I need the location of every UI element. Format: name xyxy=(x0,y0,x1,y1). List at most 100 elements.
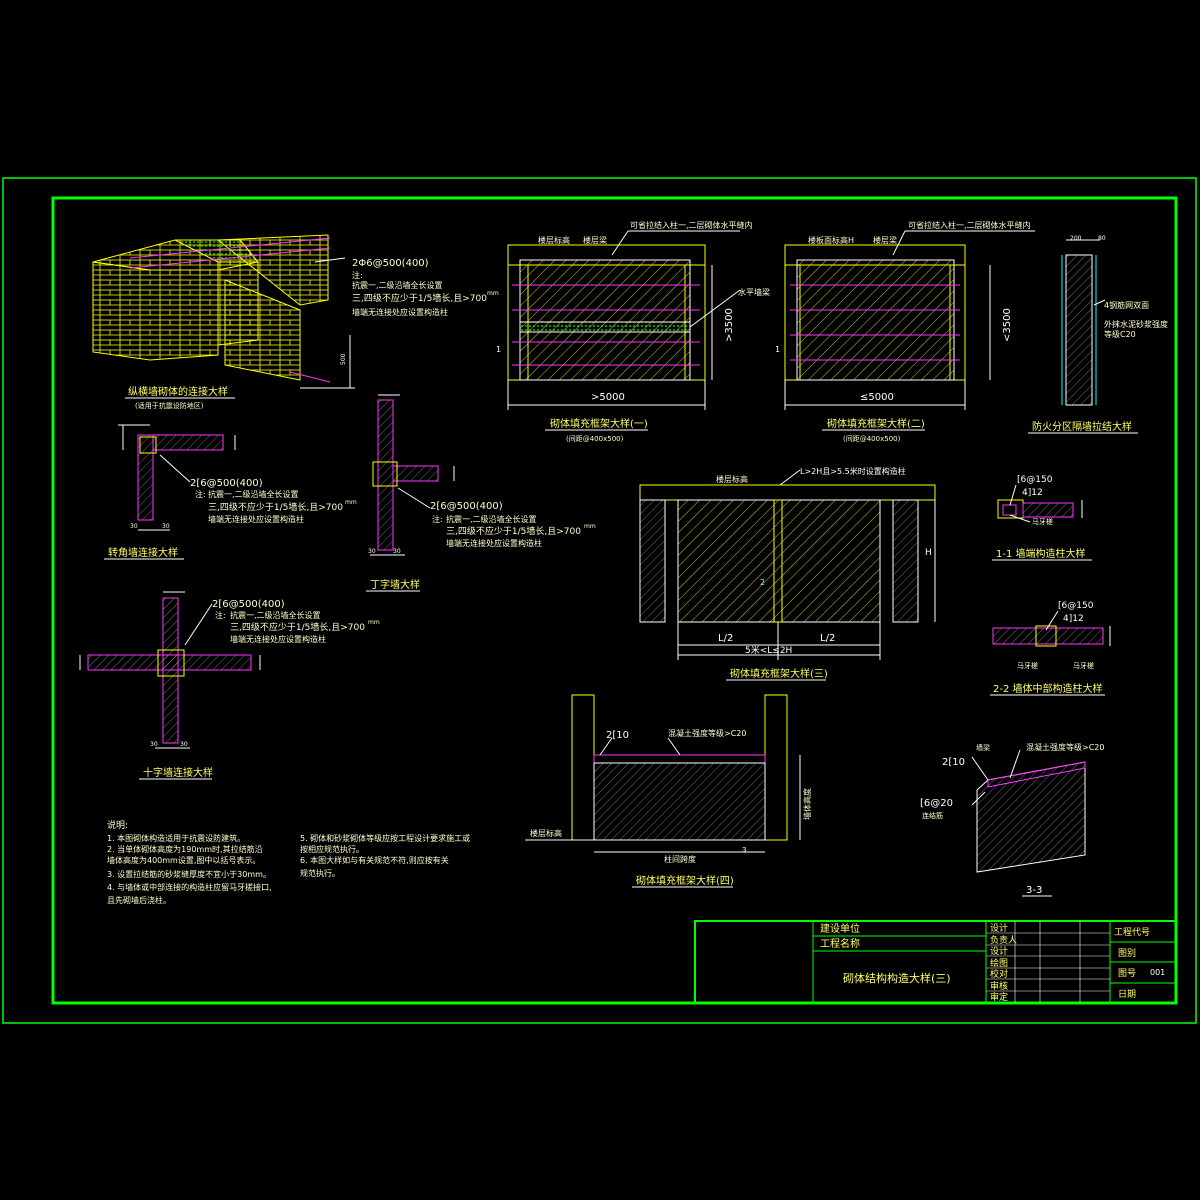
d6-dim-b: 30 xyxy=(393,548,401,555)
d12-title: 3-3 xyxy=(1026,885,1042,896)
d1-title: 纵横墙砌体的连接大样 xyxy=(128,385,228,398)
detail-section-2-2: [6@150 4]12 马牙槎 马牙槎 2-2 墙体中部构造柱大样 xyxy=(990,601,1111,696)
d1-note-head: 注: xyxy=(352,270,363,280)
d8-rebar: [6@150 xyxy=(1017,475,1053,485)
d7-dim-l1: L/2 xyxy=(718,633,733,644)
d1-dim: 500 xyxy=(340,353,347,365)
d9-bar: 4]12 xyxy=(1063,614,1084,624)
detail-t-wall: 2[6@500(400) 注: 抗震一,二级沿墙全长设置 三,四级不应少于1/5… xyxy=(366,394,596,592)
notes-heading: 说明: xyxy=(107,819,128,831)
d6-note-head: 注: xyxy=(432,514,443,524)
d6-rebar: 2[6@500(400) xyxy=(430,501,503,512)
d6-note2-unit: mm xyxy=(584,523,596,530)
notes-item-2: 2. 当单体砌体高度为190mm时,其拉结筋沿 xyxy=(107,844,263,854)
d4-dim-t: 200 xyxy=(1070,235,1082,242)
d6-note2: 三,四级不应少于1/5墙长,且>700 xyxy=(446,525,581,537)
d11-sec: 3 xyxy=(742,846,746,854)
d5-note-head: 注: xyxy=(195,489,206,499)
title-block: 建设单位 工程名称 砌体结构构造大样(三) 设计 负责人 设计 绘图 校对 审核… xyxy=(694,920,1177,1004)
tb-role-3: 设计 xyxy=(990,945,1008,957)
d3-top-m: 楼层梁 xyxy=(873,235,897,245)
d11-lbl-left: 楼层标高 xyxy=(530,828,562,838)
tb-role-1: 设计 xyxy=(990,922,1008,934)
tb-date-lbl: 日期 xyxy=(1118,989,1136,1000)
d2-top-r: 可省拉结入柱一,二层砌体水平缝内 xyxy=(630,220,753,230)
d2-top-l: 楼层标高 xyxy=(538,235,570,245)
tb-role-7: 审定 xyxy=(990,991,1008,1003)
detail-fire-wall: 200 80 4钢筋网双面 外抹水泥砂浆强度 等级C20 防火分区隔墙拉结大样 xyxy=(1028,235,1168,434)
d2-dim-w: >5000 xyxy=(591,392,625,403)
d6-title: 丁字墙大样 xyxy=(370,578,420,591)
d12-rebar1: 2[10 xyxy=(942,757,965,768)
d8-bar: 4]12 xyxy=(1022,488,1043,498)
d7-top-l: 楼层标高 xyxy=(716,474,748,484)
d3-sec: 1 xyxy=(775,345,780,354)
notes-item-4: 3. 设置拉结筋的砂浆缝厚度不宜小于30mm。 xyxy=(107,869,271,879)
d5-note2-unit: mm xyxy=(345,499,357,506)
d8-lbl: 马牙槎 xyxy=(1032,517,1053,526)
inner-frame xyxy=(51,196,1178,1005)
d6-dim-a: 30 xyxy=(368,548,376,555)
detail-section-1-1: [6@150 4]12 马牙槎 1-1 墙端构造柱大样 xyxy=(992,475,1092,561)
d12-lbl-top: 混凝土强度等级>C20 xyxy=(1026,742,1104,752)
d11-title: 砌体填充框架大样(四) xyxy=(636,874,734,887)
d6-note1: 抗震一,二级沿墙全长设置 xyxy=(446,514,537,524)
notes-item-1: 1. 本图砌体构造适用于抗震设防建筑。 xyxy=(107,833,245,843)
tb-drawing-title: 砌体结构构造大样(三) xyxy=(843,971,951,985)
d7-top-r: L>2H且>5.5米时设置构造柱 xyxy=(800,466,906,476)
d7-sec: 2 xyxy=(760,578,765,587)
d10-note2: 三,四级不应少于1/5墙长,且>700 xyxy=(230,621,365,633)
d5-note1: 抗震一,二级沿墙全长设置 xyxy=(208,489,299,499)
d3-subtitle: (间距@400x500) xyxy=(843,435,901,443)
d12-lbl-wall: 墙梁 xyxy=(976,743,990,752)
d8-title: 1-1 墙端构造柱大样 xyxy=(996,547,1086,560)
detail-cross-wall: 2[6@500(400) 注: 抗震一,二级沿墙全长设置 三,四级不应少于1/5… xyxy=(79,591,380,780)
d10-note-head: 注: xyxy=(215,610,226,620)
d2-dim-h: >3500 xyxy=(724,308,735,342)
d4-title: 防火分区隔墙拉结大样 xyxy=(1032,420,1132,433)
d10-note2-unit: mm xyxy=(368,619,380,626)
d7-title: 砌体填充框架大样(三) xyxy=(730,667,828,680)
detail-frame-infill-3: 楼层标高 L>2H且>5.5米时设置构造柱 H L/2 L/2 5米<L≤2H … xyxy=(639,466,936,681)
d5-note3: 墙端无连接处应设置构造柱 xyxy=(208,514,304,524)
d4-dim-t2: 80 xyxy=(1098,235,1106,242)
d5-dim-b: 30 xyxy=(162,523,170,530)
d2-title: 砌体填充框架大样(一) xyxy=(550,417,648,430)
tb-unit-lbl: 建设单位 xyxy=(820,922,860,935)
d10-note3: 墙端无连接处应设置构造柱 xyxy=(230,634,326,644)
notes-item-8: 按相应规范执行。 xyxy=(300,844,364,854)
d1-rebar: 2Φ6@500(400) xyxy=(352,258,429,269)
d1-subtitle: (适用于抗震设防地区) xyxy=(135,401,204,410)
detail-frame-infill-4: 2[10 混凝土强度等级>C20 楼层标高 柱间跨度 墙体高度 3 砌体填充框架… xyxy=(525,694,812,888)
d10-note1: 抗震一,二级沿墙全长设置 xyxy=(230,610,321,620)
d9-lbl-l: 马牙槎 xyxy=(1017,661,1038,670)
tb-role-4: 绘图 xyxy=(990,957,1008,969)
d11-rebar: 2[10 xyxy=(606,730,629,741)
tb-no-lbl: 图号 xyxy=(1118,968,1136,979)
d3-top-r: 可省拉结入柱一,二层砌体水平缝内 xyxy=(908,220,1031,230)
tb-role-2: 负责人 xyxy=(990,934,1017,946)
d9-lbl-r: 马牙槎 xyxy=(1073,661,1094,670)
d6-note3: 墙端无连接处应设置构造柱 xyxy=(446,538,542,548)
d1-note1: 抗震一,二级沿墙全长设置 xyxy=(352,280,443,290)
d12-lbl-tie: 连结筋 xyxy=(922,811,943,820)
d1-note2-unit: mm xyxy=(487,290,499,297)
d1-note2: 三,四级不应少于1/5墙长,且>700 xyxy=(352,292,487,304)
tb-role-5: 校对 xyxy=(990,968,1008,980)
d3-title: 砌体填充框架大样(二) xyxy=(827,417,925,430)
d4-lbl3: 等级C20 xyxy=(1104,329,1136,339)
d3-dim-w: ≤5000 xyxy=(860,392,894,403)
detail-frame-infill-1: 楼层标高 楼层梁 可省拉结入柱一,二层砌体水平缝内 水平墙梁 >3500 >50… xyxy=(496,220,770,443)
tb-project-lbl: 工程名称 xyxy=(820,937,860,950)
d5-dim-a: 30 xyxy=(130,523,138,530)
d3-dim-h: <3500 xyxy=(1002,308,1013,342)
tb-no-val: 001 xyxy=(1150,968,1165,977)
general-notes: 说明: 1. 本图砌体构造适用于抗震设防建筑。 2. 当单体砌体高度为190mm… xyxy=(107,819,470,905)
d11-lbl-right: 墙体高度 xyxy=(802,788,812,820)
notes-item-3: 墙体高度为400mm设置,图中以括号表示。 xyxy=(107,855,260,865)
tb-stage-lbl: 图别 xyxy=(1118,948,1136,959)
d10-dim-b: 30 xyxy=(180,741,188,748)
d3-top-l: 楼板面标高H xyxy=(808,235,854,245)
detail-corner-wall: 2[6@500(400) 注: 抗震一,二级沿墙全长设置 三,四级不应少于1/5… xyxy=(104,424,357,560)
